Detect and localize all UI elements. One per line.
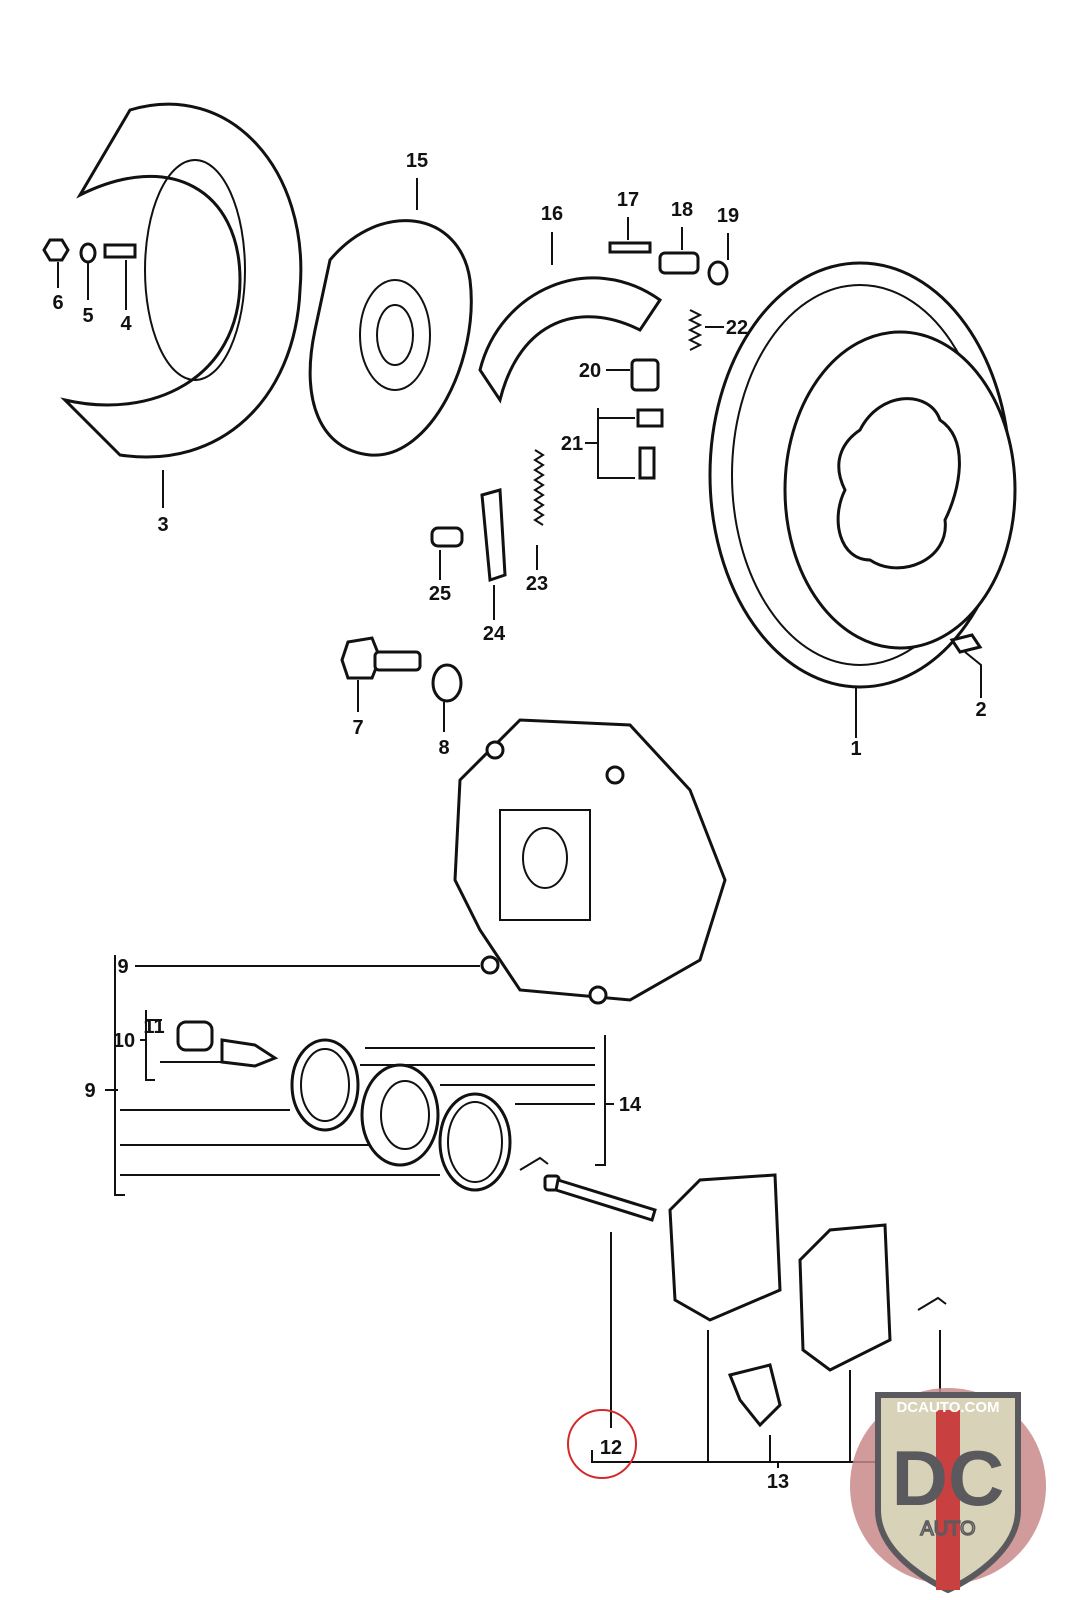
callout-3: 3 <box>157 514 168 536</box>
part-bleeder <box>176 1020 279 1068</box>
callout-19: 19 <box>717 205 739 227</box>
part-brake-pads <box>668 1173 947 1428</box>
leader-line <box>707 1330 851 1468</box>
part-brake-shoe <box>478 276 663 404</box>
part-adjuster-small <box>608 241 729 480</box>
part-caliper-bolt <box>340 636 463 703</box>
callout-9: 9 <box>117 956 128 978</box>
callout-4: 4 <box>120 313 132 335</box>
svg-text:AUTO: AUTO <box>920 1518 975 1540</box>
svg-text:DCAUTO.COM: DCAUTO.COM <box>896 1399 999 1416</box>
leader-line <box>105 955 125 1196</box>
leader-line <box>120 1035 614 1176</box>
callout-11: 11 <box>143 1016 164 1038</box>
part-brake-caliper <box>453 718 727 1005</box>
part-brake-disc <box>708 261 1017 689</box>
callout-23: 23 <box>526 573 548 595</box>
callout-18: 18 <box>671 199 693 221</box>
part-backing-plate <box>308 219 473 457</box>
callout-25: 25 <box>429 583 451 605</box>
callout-21: 21 <box>561 433 583 455</box>
callout-10: 10 <box>113 1030 135 1052</box>
part-dust-shield <box>60 102 303 459</box>
callout-7: 7 <box>352 717 363 739</box>
part-piston-seals <box>290 1038 549 1192</box>
dcauto-logo: DCAUTO.COM DC AUTO <box>850 1388 1046 1594</box>
part-bolt-washer-nut <box>42 238 137 264</box>
leader-line <box>145 1010 225 1081</box>
callout-12: 12 <box>600 1437 622 1459</box>
callout-16: 16 <box>541 203 563 225</box>
callout-13: 13 <box>767 1471 789 1493</box>
part-springs-clips <box>430 449 545 583</box>
callout-5: 5 <box>82 305 93 327</box>
callout-14: 14 <box>619 1094 642 1116</box>
svg-text:DC: DC <box>892 1434 1005 1522</box>
callout-17: 17 <box>617 189 639 211</box>
highlight-circle <box>567 1409 637 1479</box>
leader-lines <box>57 178 982 1468</box>
leader-line <box>964 651 982 698</box>
callout-8: 8 <box>438 737 449 759</box>
callout-15: 15 <box>406 150 428 172</box>
callout-20: 20 <box>579 360 601 382</box>
callout-1: 1 <box>850 738 861 760</box>
leader-line <box>585 408 635 479</box>
callout-9: 9 <box>84 1080 95 1102</box>
callout-22: 22 <box>726 317 748 339</box>
callout-6: 6 <box>52 292 63 314</box>
part-pad-pin <box>543 1174 657 1222</box>
callout-24: 24 <box>483 623 506 645</box>
callout-2: 2 <box>975 699 986 721</box>
